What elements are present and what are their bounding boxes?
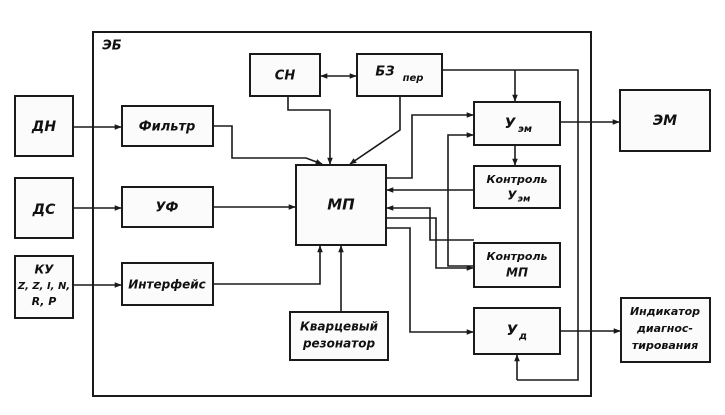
frame-label: ЭБ	[102, 39, 122, 54]
wire-ctrl-mp-mp	[386, 205, 474, 241]
connections	[73, 69, 621, 381]
svg-text:Интерфейс: Интерфейс	[128, 278, 206, 292]
block-mp: МП	[295, 164, 387, 246]
svg-text:тирования: тирования	[632, 339, 698, 352]
svg-text:Z, Z, I, N,: Z, Z, I, N,	[17, 281, 70, 292]
block-control-mp: Контроль МП	[473, 242, 561, 288]
svg-text:диагнос-: диагнос-	[636, 322, 693, 335]
svg-text:УФ: УФ	[156, 201, 179, 216]
svg-text:пер: пер	[403, 73, 424, 84]
block-ds: ДС	[14, 177, 74, 239]
block-u-d: У д	[473, 307, 561, 355]
block-filter: Фильтр	[121, 105, 214, 147]
svg-text:R, P: R, P	[32, 295, 57, 308]
svg-text:У: У	[507, 323, 519, 339]
svg-text:КУ: КУ	[34, 263, 54, 277]
wire-bz-mp	[349, 96, 401, 165]
wire-mp-ud	[386, 227, 474, 335]
svg-text:ДН: ДН	[31, 119, 56, 135]
block-interface: Интерфейс	[121, 262, 214, 306]
wire-sn-mp	[287, 96, 333, 165]
svg-text:д: д	[518, 331, 527, 342]
block-u-em: У эм	[473, 101, 561, 146]
block-em: ЭМ	[619, 89, 711, 152]
svg-text:ЭМ: ЭМ	[653, 113, 677, 129]
wire-ctrl-mp-loop	[447, 132, 474, 267]
block-ku: КУ Z, Z, I, N, R, P	[14, 255, 74, 319]
svg-text:У: У	[505, 116, 517, 132]
wire-interface-mp	[213, 245, 323, 285]
wire-mp-uem	[386, 112, 474, 179]
block-dn: ДН	[14, 95, 74, 157]
svg-text:СН: СН	[275, 69, 296, 84]
svg-text:эм: эм	[518, 195, 531, 205]
electronic-block-frame	[92, 31, 592, 397]
block-uf: УФ	[121, 186, 214, 228]
svg-text:Контроль: Контроль	[487, 173, 548, 186]
svg-text:Контроль: Контроль	[487, 250, 548, 263]
block-quartz-resonator: Кварцевый резонатор	[289, 311, 389, 361]
svg-text:Кварцевый: Кварцевый	[300, 320, 379, 334]
svg-text:ДС: ДС	[32, 202, 56, 218]
svg-text:МП: МП	[327, 196, 355, 214]
wire-mp-ctrl-mp	[386, 217, 474, 271]
svg-text:У: У	[507, 189, 517, 203]
block-indicator: Индикатор диагнос- тирования	[620, 297, 711, 363]
svg-text:Фильтр: Фильтр	[139, 120, 196, 135]
block-control-u-em: Контроль У эм	[473, 165, 561, 209]
svg-text:БЗ: БЗ	[375, 65, 394, 80]
svg-text:резонатор: резонатор	[302, 337, 376, 351]
wire-filter-mp	[213, 125, 323, 165]
wire-bz-bus	[442, 69, 579, 381]
block-bz-per: БЗ пер	[356, 53, 443, 97]
svg-text:Индикатор: Индикатор	[630, 305, 700, 318]
svg-text:МП: МП	[506, 266, 528, 280]
svg-text:эм: эм	[518, 124, 532, 135]
block-sn: СН	[249, 53, 321, 97]
